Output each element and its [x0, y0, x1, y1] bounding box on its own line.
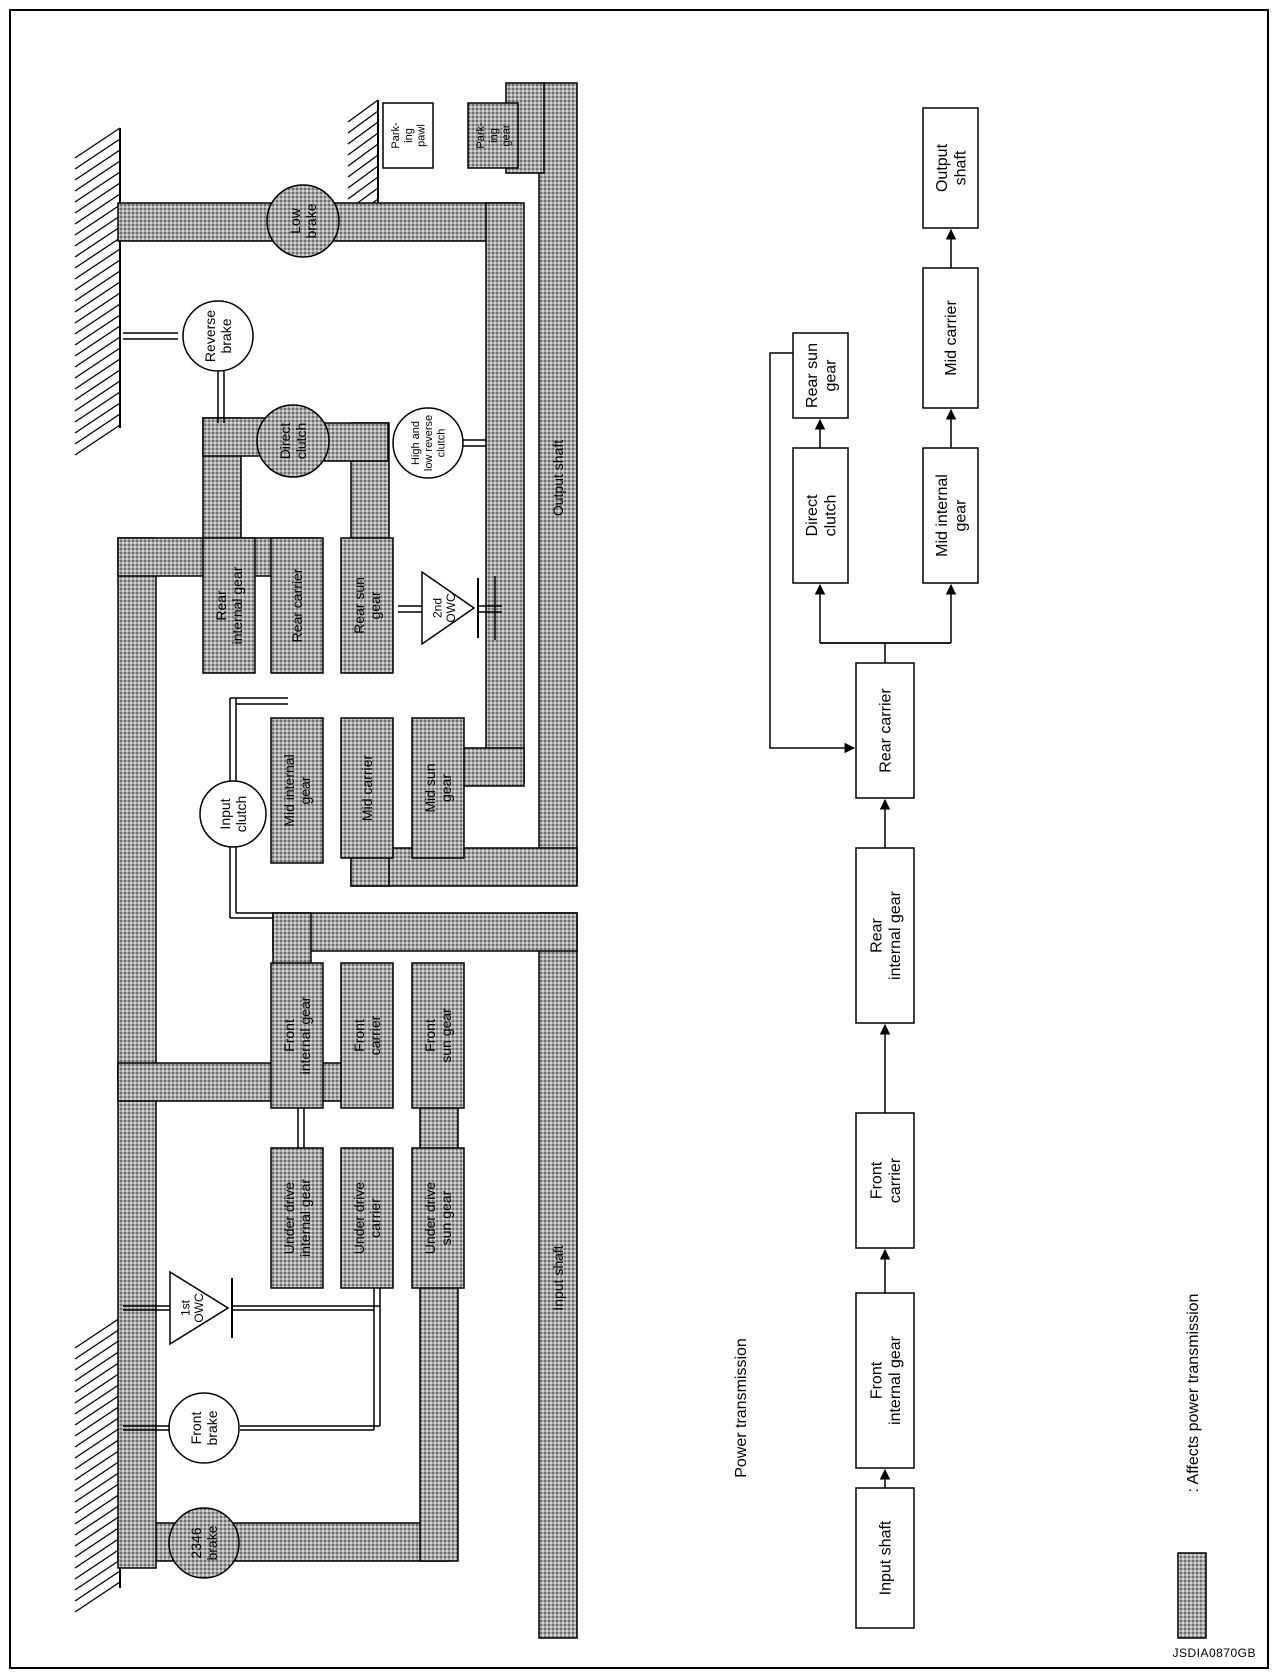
- gear-block-label: Rear carrier: [289, 568, 305, 642]
- ground-hatch-parking: [347, 99, 379, 222]
- low-brake: Lowbrake: [266, 184, 340, 258]
- flow-node-label: Mid carrier: [943, 300, 960, 376]
- flow-mid-carrier: Mid carrier: [922, 267, 979, 409]
- gear-blocks: Under driveinternal gear Under drivecarri…: [202, 537, 465, 1289]
- gear-block-r-sun: Rear sungear: [340, 537, 394, 674]
- elements: 2346brake Frontbrake 1stOWC Inputclutch 2ndO…: [168, 102, 519, 1579]
- parking-gear: Park-inggear: [467, 102, 519, 169]
- gear-block-label: Mid internalgear: [281, 754, 313, 826]
- brake2346: 2346brake: [168, 1507, 240, 1579]
- flow-node-label: Input shaft: [878, 1520, 895, 1595]
- figure-code: JSDIA0870GB: [1172, 1646, 1256, 1660]
- flow-mid-internal: Mid internalgear: [922, 447, 979, 584]
- ground-hatch-top: [74, 127, 121, 456]
- gear-block-label: Under driveinternal gear: [281, 1179, 313, 1257]
- gear-block-f-sun: Frontsun gear: [411, 962, 465, 1109]
- element-label: 1stOWC: [178, 1293, 206, 1323]
- flow-rear-internal: Rearinternal gear: [855, 847, 915, 1024]
- gear-block-m-carrier: Mid carrier: [340, 717, 394, 859]
- gear-block-label: Rearinternal gear: [213, 566, 245, 644]
- gear-block-f-carrier: Frontcarrier: [340, 962, 394, 1109]
- owc2: 2ndOWC: [421, 570, 479, 646]
- flow-node-label: Rear carrier: [878, 688, 895, 773]
- flow-output-shaft: Outputshaft: [922, 107, 979, 229]
- gear-block-label: Mid carrier: [359, 755, 375, 821]
- owc1: 1stOWC: [169, 1270, 233, 1346]
- output-shaft-label: Output shaft: [550, 440, 566, 516]
- element-label: High andlow reverseclutch: [410, 415, 447, 471]
- gear-block-label: Rear sungear: [351, 577, 383, 634]
- flow-input-shaft: Input shaft: [855, 1487, 915, 1629]
- flow-front-internal: Frontinternal gear: [855, 1292, 915, 1469]
- flow-front-carrier: Frontcarrier: [855, 1112, 915, 1249]
- hlr-clutch: High andlow reverseclutch: [392, 407, 464, 479]
- element-label: Directclutch: [277, 423, 309, 460]
- section-title: Power transmission: [733, 1338, 750, 1478]
- flow-rear-sun: Rear sungear: [792, 332, 849, 419]
- gear-block-label: Under drivesun gear: [422, 1182, 454, 1255]
- legend-swatch: [1177, 1552, 1207, 1639]
- gear-block-ud-carrier: Under drivecarrier: [340, 1147, 394, 1289]
- flow-node-label: Rearinternal gear: [868, 890, 903, 980]
- gear-block-label: Under drivecarrier: [351, 1182, 383, 1255]
- element-label: 2346brake: [188, 1525, 220, 1560]
- gear-block-r-carrier: Rear carrier: [270, 537, 324, 674]
- flow-rear-carrier: Rear carrier: [855, 662, 915, 799]
- gear-block-label: Frontinternal gear: [281, 996, 313, 1074]
- figure-frame: Under driveinternal gear Under drivecarri…: [8, 8, 1270, 1670]
- flow-node-label: Outputshaft: [934, 143, 969, 192]
- flow-node-label: Rear sungear: [804, 343, 839, 408]
- flow-node-label: Directclutch: [804, 494, 839, 536]
- flowchart-arrows: [769, 228, 957, 1488]
- flow-direct-clutch: Directclutch: [792, 447, 849, 584]
- element-label: Inputclutch: [217, 796, 249, 833]
- gear-block-label: Frontsun gear: [422, 1008, 454, 1063]
- reverse-brake: Reversebrake: [182, 300, 254, 372]
- gear-block-r-ring: Rearinternal gear: [202, 537, 256, 674]
- gear-block-label: Mid sungear: [422, 763, 454, 812]
- gear-block-f-ring: Frontinternal gear: [270, 962, 324, 1109]
- flow-node-label: Mid internalgear: [934, 474, 969, 557]
- element-label: Frontbrake: [188, 1410, 220, 1445]
- element-label: Park-inggear: [475, 122, 512, 149]
- input-clutch: Inputclutch: [199, 780, 267, 848]
- direct-clutch: Directclutch: [256, 404, 330, 478]
- element-label: Lowbrake: [287, 203, 319, 238]
- element-label: Reversebrake: [202, 310, 234, 362]
- legend-label: : Affects power transmission: [1185, 1294, 1202, 1493]
- front-brake: Frontbrake: [168, 1392, 240, 1464]
- gear-block-label: Frontcarrier: [351, 1015, 383, 1055]
- input-shaft-label: Input shaft: [550, 1245, 566, 1310]
- element-label: Park-ingpawl: [390, 122, 427, 149]
- gear-block-ud-sun: Under drivesun gear: [411, 1147, 465, 1289]
- outer-border: [9, 9, 1269, 1669]
- gear-block-m-ring: Mid internalgear: [270, 717, 324, 864]
- power-transmission-diagram: Under driveinternal gear Under drivecarri…: [9, 9, 1269, 1669]
- flow-node-label: Frontinternal gear: [868, 1335, 903, 1425]
- gear-block-m-sun: Mid sungear: [411, 717, 465, 859]
- flow-node-label: Frontcarrier: [868, 1157, 903, 1203]
- flowchart: Input shaft Frontinternal gear Frontcarrie…: [792, 107, 979, 1629]
- element-label: 2ndOWC: [430, 593, 458, 623]
- gear-block-ud-ring: Under driveinternal gear: [270, 1147, 324, 1289]
- parking-pawl: Park-ingpawl: [382, 102, 434, 169]
- ground-hatch-bottom: [74, 1317, 121, 1613]
